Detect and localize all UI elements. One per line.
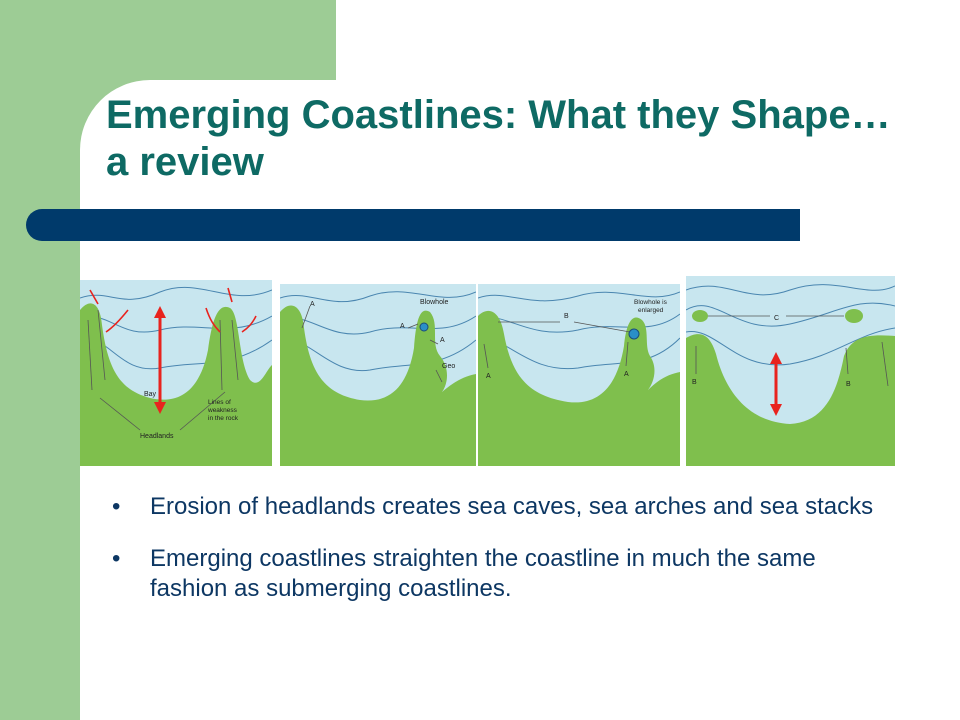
label-weakness-1: Lines of: [208, 399, 231, 406]
label-headlands: Headlands: [140, 433, 174, 440]
label-geo: Geo: [442, 363, 455, 370]
bullet-item: • Erosion of headlands creates sea caves…: [112, 492, 892, 522]
label-blowhole-2: enlarged: [638, 307, 664, 314]
diagram-panel-4: C B B: [686, 276, 895, 466]
bullet-item: • Emerging coastlines straighten the coa…: [112, 544, 892, 604]
bullet-list: • Erosion of headlands creates sea caves…: [112, 492, 892, 626]
blowhole-dot: [628, 328, 640, 340]
top-band: [80, 0, 336, 80]
land-mass: [478, 310, 680, 466]
bullet-text: Erosion of headlands creates sea caves, …: [150, 493, 874, 520]
title-rule: [26, 209, 800, 241]
bullet-dot: •: [112, 493, 121, 520]
label-a-top: A: [310, 301, 315, 308]
label-a-left: A: [400, 323, 405, 330]
red-arrow: [770, 352, 782, 416]
label-weakness-2: weakness: [207, 407, 238, 414]
red-arrow: [154, 306, 166, 414]
label-bay: Bay: [144, 391, 157, 398]
bullet-dot: •: [112, 545, 121, 572]
slide-title: Emerging Coastlines: What they Shape…a r…: [106, 93, 891, 184]
blowhole-dot: [419, 322, 429, 332]
land-mass: [80, 303, 272, 466]
label-b: B: [564, 313, 569, 320]
corner-curve: [80, 80, 220, 220]
sea-stack: [845, 309, 863, 323]
label-b-right: B: [846, 381, 851, 388]
diagram-panel-3: B Blowhole is enlarged A A: [478, 284, 680, 466]
label-a-right: A: [440, 337, 445, 344]
label-blowhole: Blowhole: [420, 299, 449, 306]
label-c: C: [774, 315, 779, 322]
diagram-panel-1: Bay Headlands Lines of weakness in the r…: [80, 280, 272, 466]
land-mass: [280, 305, 476, 466]
bullet-text: Emerging coastlines straighten the coast…: [150, 545, 816, 602]
label-a-left: A: [486, 373, 491, 380]
label-a-right: A: [624, 371, 629, 378]
diagram-panel-2: A Blowhole A A Geo: [280, 284, 476, 466]
label-b-left: B: [692, 379, 697, 386]
label-weakness-3: in the rock: [208, 415, 239, 422]
label-blowhole-1: Blowhole is: [634, 299, 668, 306]
sea-stack: [692, 310, 708, 322]
sidebar-band: [0, 0, 80, 720]
land-mass: [686, 334, 895, 466]
